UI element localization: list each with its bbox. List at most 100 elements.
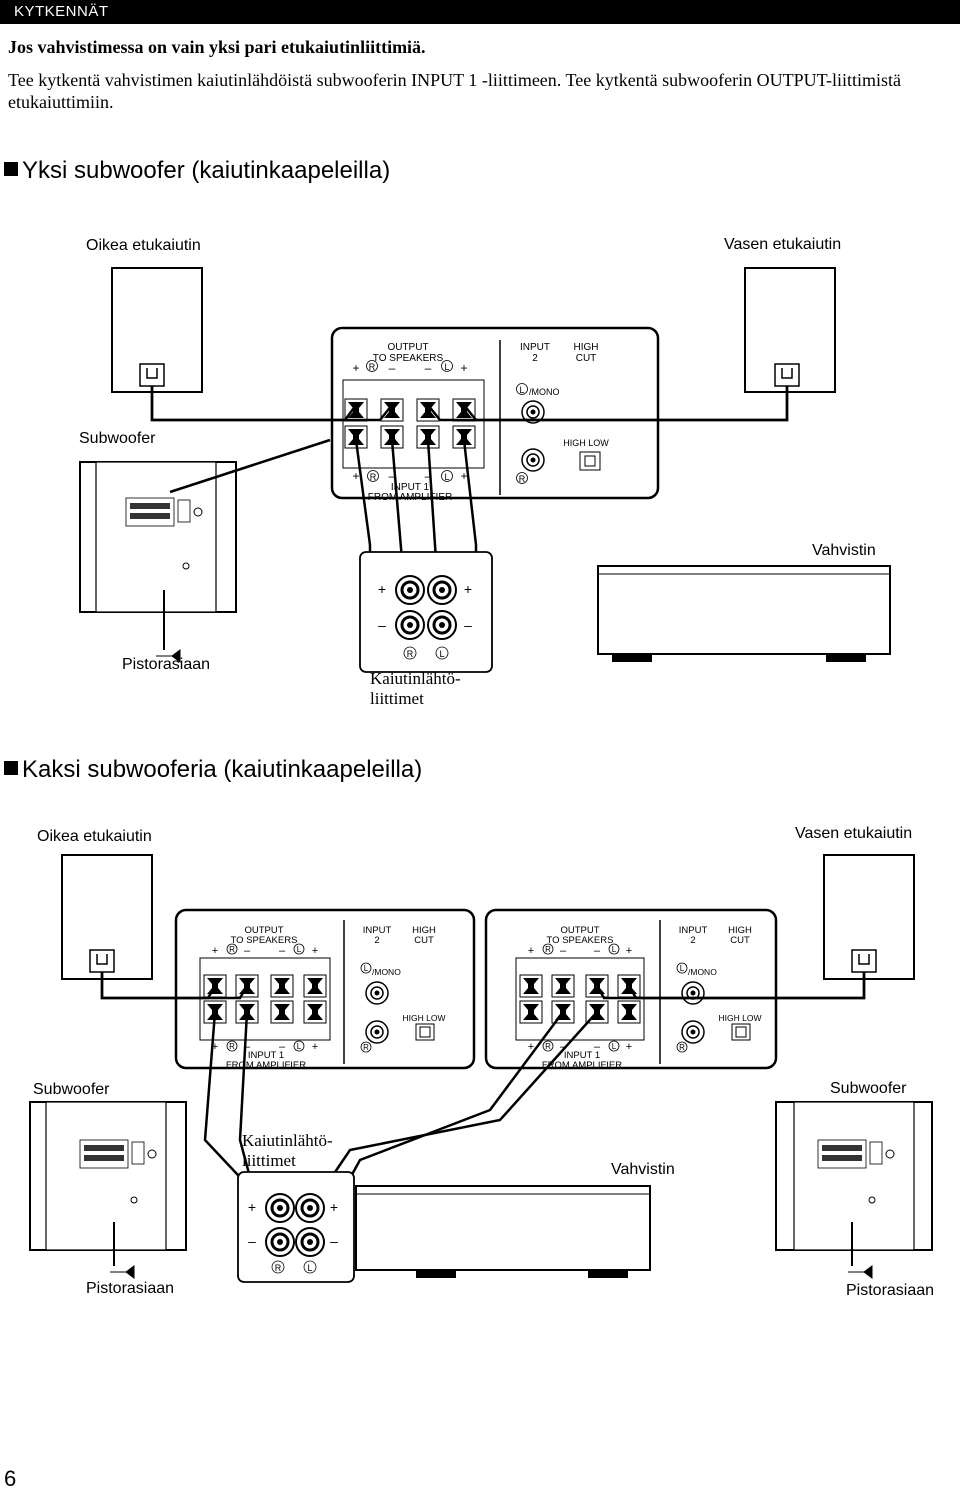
input2-number: 2 [532,353,538,364]
subwoofer-left-label: Subwoofer [33,1081,110,1098]
section-tab-label: KYTKENNÄT [14,3,109,20]
diagram2-title: Kaksi subwooferia (kaiutinkaapeleilla) [4,756,422,784]
speaker-out-line1: Kaiutinlähtö- [242,1131,333,1150]
plus-sign: + [352,469,359,483]
plus-sign: + [212,1041,218,1053]
section-tab: KYTKENNÄT [0,0,960,24]
output-sub-label: TO SPEAKERS [231,935,298,946]
minus-sign: – [464,617,472,633]
input2-label: INPUT [363,925,392,936]
rear-panel [330,326,660,500]
minus-sign: – [248,1233,256,1249]
r-sign: R [545,945,551,954]
output-sub-label: TO SPEAKERS [547,935,614,946]
minus-sign: – [389,469,396,483]
amplifier-unit [355,1185,651,1278]
amp-speaker-terminals [237,1171,355,1283]
plus-sign: + [312,945,318,957]
high-low-label: HIGH LOW [563,438,609,448]
left-speaker-label: Vasen etukaiutin [724,236,842,253]
output-label: OUTPUT [387,342,428,353]
l-sign: L [307,1263,312,1273]
plus-sign: + [212,945,218,957]
input1-label: INPUT 1 [248,1050,284,1061]
highcut-sub-label: CUT [414,935,434,946]
outlet-label: Pistorasiaan [122,656,211,673]
minus-sign: – [425,361,432,375]
r-sign: R [229,945,235,954]
l-sign: L [439,649,444,659]
high-low-label: HIGH LOW [719,1013,762,1023]
minus-sign: – [279,1041,286,1053]
mono-label: /MONO [688,967,717,977]
diagram1-title-text: Yksi subwoofer (kaiutinkaapeleilla) [22,157,391,184]
bullet-square [4,162,18,176]
l-sign: L [612,1042,617,1051]
right-speaker-label: Oikea etukaiutin [37,828,152,845]
right-speaker-label: Oikea etukaiutin [86,237,201,254]
r-sign: R [363,1043,369,1052]
l-sign: L [519,385,524,395]
minus-sign: – [279,945,286,957]
l-sign: L [680,964,685,973]
input2-number: 2 [690,935,695,946]
input1-sub-label: FROM AMPLIFIER [226,1060,306,1071]
minus-sign: – [244,1041,251,1053]
input2-label: INPUT [520,342,550,353]
subwoofer-unit [79,461,237,613]
input1-label: INPUT 1 [391,482,430,493]
l-sign: L [297,1042,302,1051]
output-label: OUTPUT [244,925,283,936]
amplifier-unit [597,565,891,662]
input1-sub-label: FROM AMPLIFIER [368,492,452,503]
speaker-out-label: Kaiutinlähtö-liittimet [242,1131,333,1171]
r-sign: R [229,1042,235,1051]
intro-heading: Jos vahvistimessa on vain yksi pari etuk… [8,37,426,57]
plus-sign: + [378,581,386,597]
subwoofer-label: Subwoofer [79,430,156,447]
minus-sign: – [378,617,386,633]
r-sign: R [407,649,414,659]
intro-body: Tee kytkentä vahvistimen kaiutinlähdöist… [8,70,901,112]
bullet-square [4,761,18,775]
highcut-label: HIGH [412,925,436,936]
diagram2-title-text: Kaksi subwooferia (kaiutinkaapeleilla) [22,756,423,783]
mono-label: /MONO [529,387,560,397]
r-sign: R [679,1043,685,1052]
plus-sign: + [352,361,359,375]
plus-sign: + [528,945,534,957]
minus-sign: – [560,1041,567,1053]
minus-sign: – [560,945,567,957]
output-sub-label: TO SPEAKERS [373,353,444,364]
speaker-out-label: Kaiutinlähtö-liittimet [370,669,461,709]
minus-sign: – [425,469,432,483]
plus-sign: + [330,1199,338,1215]
l-sign: L [444,472,449,482]
outlet-right-label: Pistorasiaan [846,1282,935,1299]
outlet-left-label: Pistorasiaan [86,1280,175,1297]
input1-label: INPUT 1 [564,1050,600,1061]
highcut-label: HIGH [574,342,599,353]
minus-sign: – [330,1233,338,1249]
l-sign: L [297,945,302,954]
input2-number: 2 [374,935,379,946]
minus-sign: – [594,945,601,957]
plus-sign: + [460,361,467,375]
minus-sign: – [244,945,251,957]
page-number: 6 [4,1466,17,1491]
l-sign: L [444,362,449,372]
r-sign: R [545,1042,551,1051]
highcut-sub-label: CUT [576,353,597,364]
minus-sign: – [389,361,396,375]
input2-label: INPUT [679,925,708,936]
plus-sign: + [626,1041,632,1053]
plus-sign: + [626,945,632,957]
high-low-label: HIGH LOW [403,1013,446,1023]
mono-label: /MONO [372,967,401,977]
plus-sign: + [460,469,467,483]
plus-sign: + [312,1041,318,1053]
r-sign: R [275,1263,282,1273]
l-sign: L [364,964,369,973]
l-sign: L [612,945,617,954]
